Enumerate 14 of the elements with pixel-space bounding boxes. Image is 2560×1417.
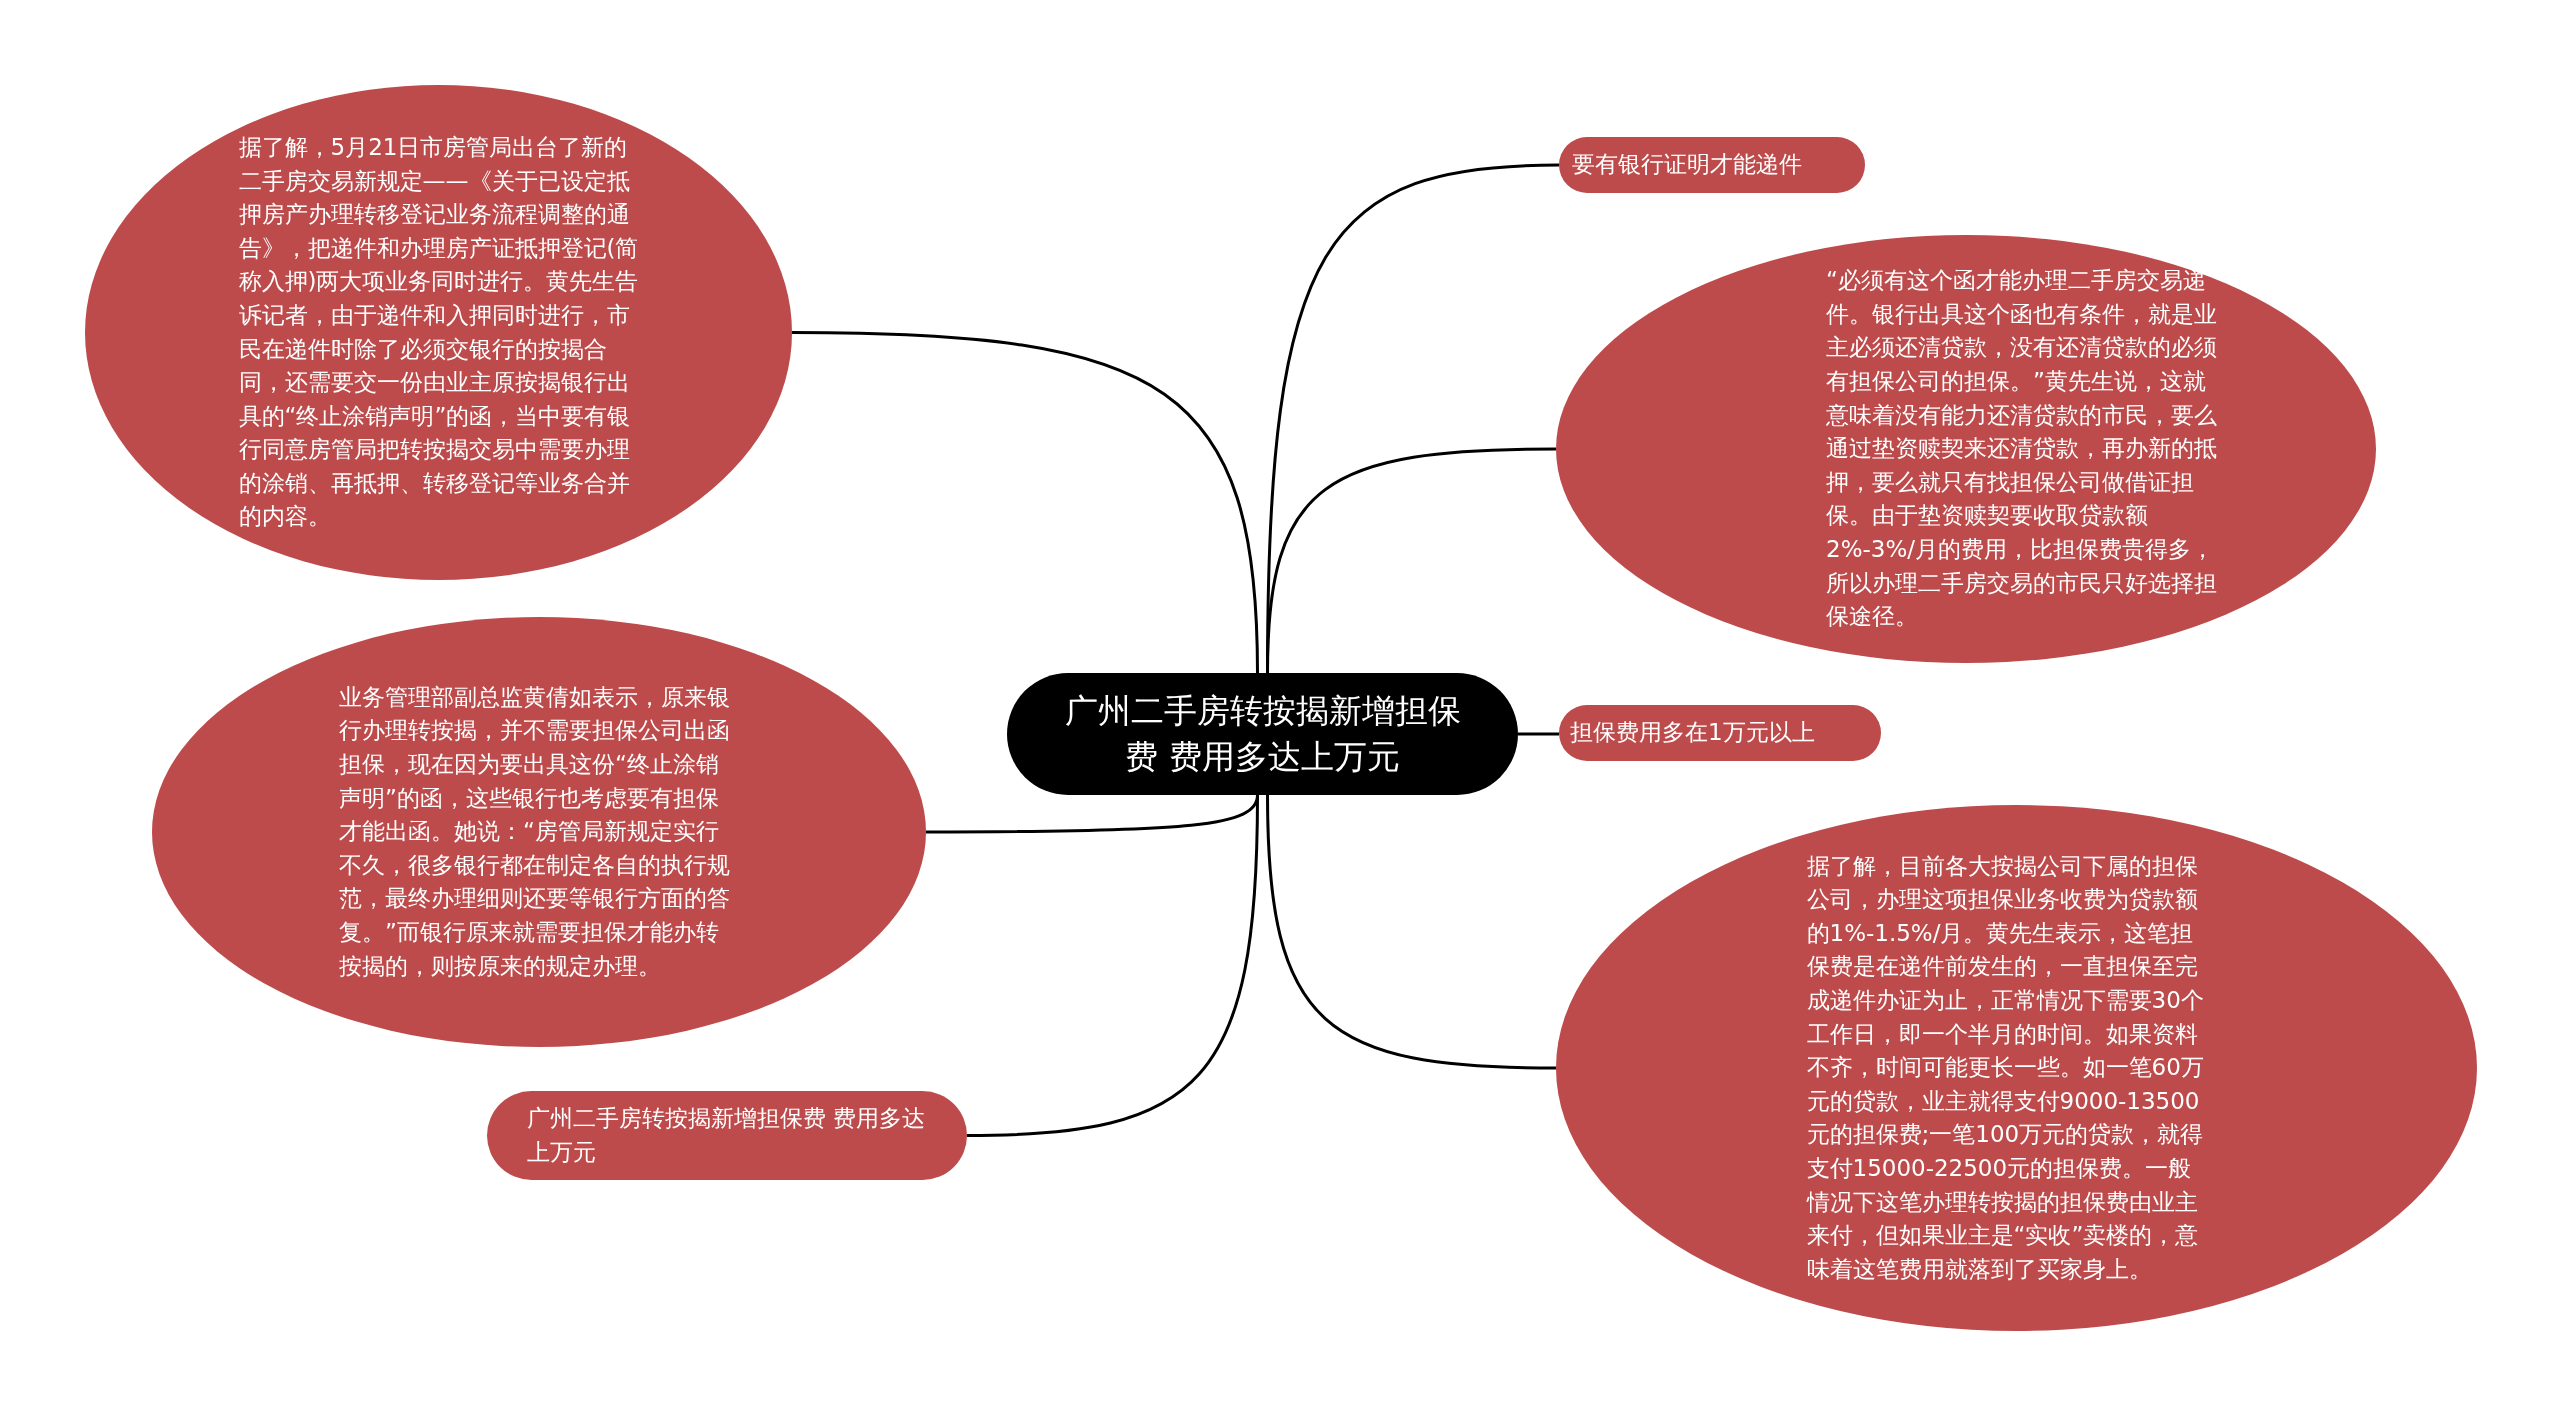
node-text: 广州二手房转按揭新增担保费 费用多达上万元 (1063, 690, 1462, 778)
connector-line (1266, 794, 1557, 1070)
node-text: 要有银行证明才能递件 (1572, 150, 1803, 180)
node-text: 据了解，5月21日市房管局出台了新的二手房交易新规定——《关于已设定抵押房产办理转移登记业务流程调整的通告》，把递件和办理房产证抵押登记(简称入押)两大项业务同时进行。黄先生告诉记者，由于递件和入押同时进行，市民在递件时除了必须交银行的按揭合同，还需要交一份由业主原按揭银行出具的“终止涂销声明”的函，当中要有银行同意房管局把转按揭交易中需要办理的涂销、再抵押、转移登记等业务合并的内容。 (238, 132, 639, 532)
connector-line (791, 331, 1259, 674)
node-text: 担保费用多在1万元以上 (1570, 718, 1816, 748)
node-text: “必须有这个函才能办理二手房交易递件。银行出具这个函也有条件，就是业主必须还清贷款，没有还清贷款的必须有担保公司的担保。”黄先生说，这就意味着没有能力还清贷款的市民，要么通过垫资赎契来还清贷款，再办新的抵押，要么就只有找担保公司做借证担保。由于垫资赎契要收取贷款额2%-3%/月的费用，比担保费贵得多，所以办理二手房交易的市民只好选择担保途径。 (1826, 266, 2218, 632)
node-text: 广州二手房转按揭新增担保费 费用多达上万元 (527, 1103, 927, 1167)
topic-box (1559, 705, 1881, 761)
node-text: 业务管理部副总监黄倩如表示，原来银行办理转按揭，并不需要担保公司出函担保，现在因为要出具这份“终止涂销声明”的函，这些银行也考虑要有担保才能出函。她说：“房管局新规定实行不久，很多银行都在制定各自的执行规范，最终办理细则还要等银行方面的答复。”而银行原来就需要担保才能办转按揭的，则按原来的规定办理。 (339, 682, 731, 981)
connector-line (966, 794, 1259, 1137)
topic-box (1559, 137, 1865, 193)
connector-line (1518, 732, 1559, 736)
node-text: 据了解，目前各大按揭公司下属的担保公司，办理这项担保业务收费为贷款额的1%-1.5%/月。黄先生表示，这笔担保费是在递件前发生的，一直担保至完成递件办证为止，正常情况下需要30个工作日，即一个半月的时间。如果资料不齐，时间可能更长一些。如一笔60万元的贷款，业主就得支付9000-13500元的担保费;一笔100万元的贷款，就得支付15000-22500元的担保费。一般情况下这笔办理转按揭的担保费由业主来付，但如果业主是“实收”卖楼的，意味着这笔费用就落到了买家身上。 (1806, 851, 2205, 1284)
